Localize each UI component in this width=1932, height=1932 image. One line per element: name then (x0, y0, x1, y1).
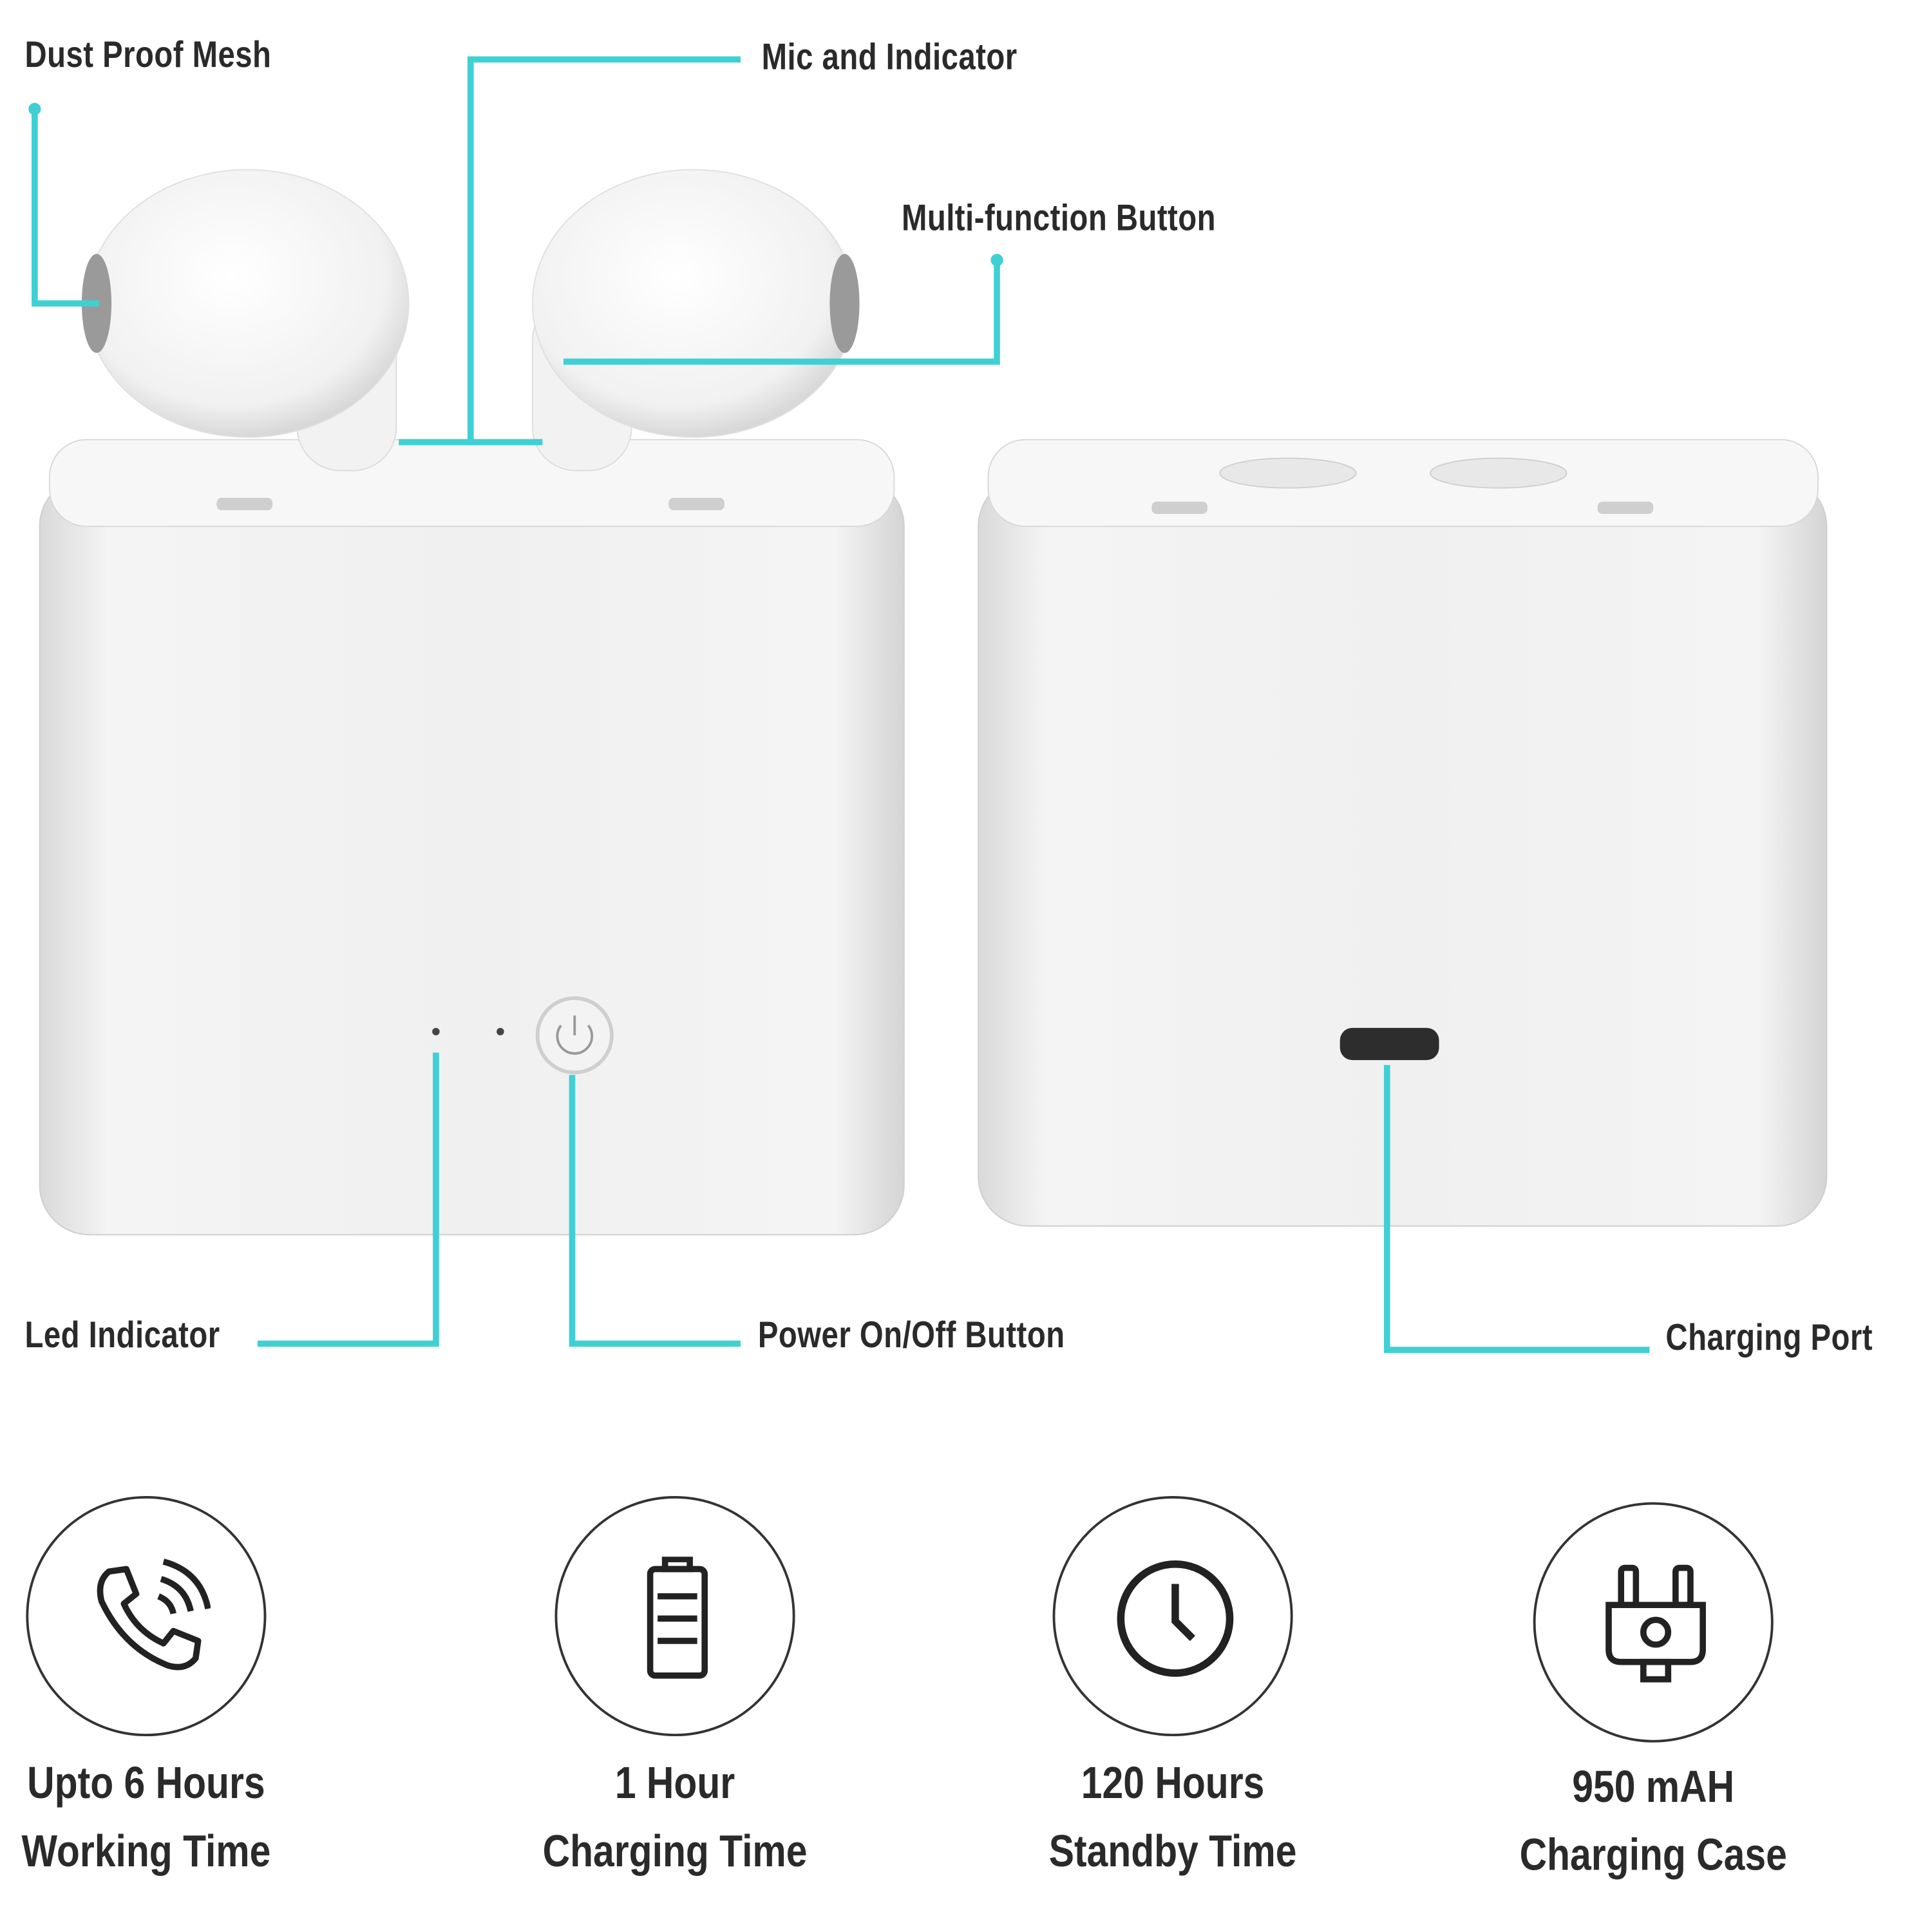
phone-call-icon (26, 1495, 267, 1737)
callout-lines (32, 56, 1650, 1353)
feature-value: 950 mAH (1572, 1761, 1735, 1812)
charging-case-front (39, 439, 905, 1236)
feature-label: Standby Time (1048, 1825, 1297, 1877)
earbud-right (531, 169, 860, 471)
battery-icon (554, 1495, 795, 1737)
feature-working-time: Upto 6 Hours Working Time (0, 1748, 304, 1885)
feature-value: 120 Hours (1081, 1757, 1265, 1808)
feature-charging-case: 950 mAH Charging Case (1495, 1752, 1811, 1889)
charging-case-back (978, 439, 1828, 1227)
feature-label: Charging Case (1519, 1829, 1787, 1880)
label-mic-indicator: Mic and Indicator (761, 37, 1018, 79)
label-multi-function-button: Multi-function Button (901, 198, 1217, 240)
led-dot (432, 1028, 440, 1036)
plug-icon (1533, 1502, 1774, 1743)
feature-value: Upto 6 Hours (27, 1757, 265, 1808)
feature-standby-time: 120 Hours Standby Time (1015, 1748, 1331, 1885)
clock-icon (1052, 1495, 1293, 1737)
label-power-button: Power On/Off Button (757, 1315, 1065, 1356)
micro-usb-port (1340, 1028, 1439, 1061)
label-charging-port: Charging Port (1665, 1318, 1873, 1359)
label-dust-proof-mesh: Dust Proof Mesh (24, 34, 272, 76)
feature-label: Working Time (21, 1825, 271, 1877)
label-led-indicator: Led Indicator (24, 1315, 220, 1356)
feature-charging-time: 1 Hour Charging Time (517, 1748, 833, 1885)
led-dot (497, 1028, 504, 1036)
earbud-left (81, 169, 410, 471)
feature-label: Charging Time (542, 1825, 808, 1877)
feature-value: 1 Hour (614, 1757, 735, 1808)
